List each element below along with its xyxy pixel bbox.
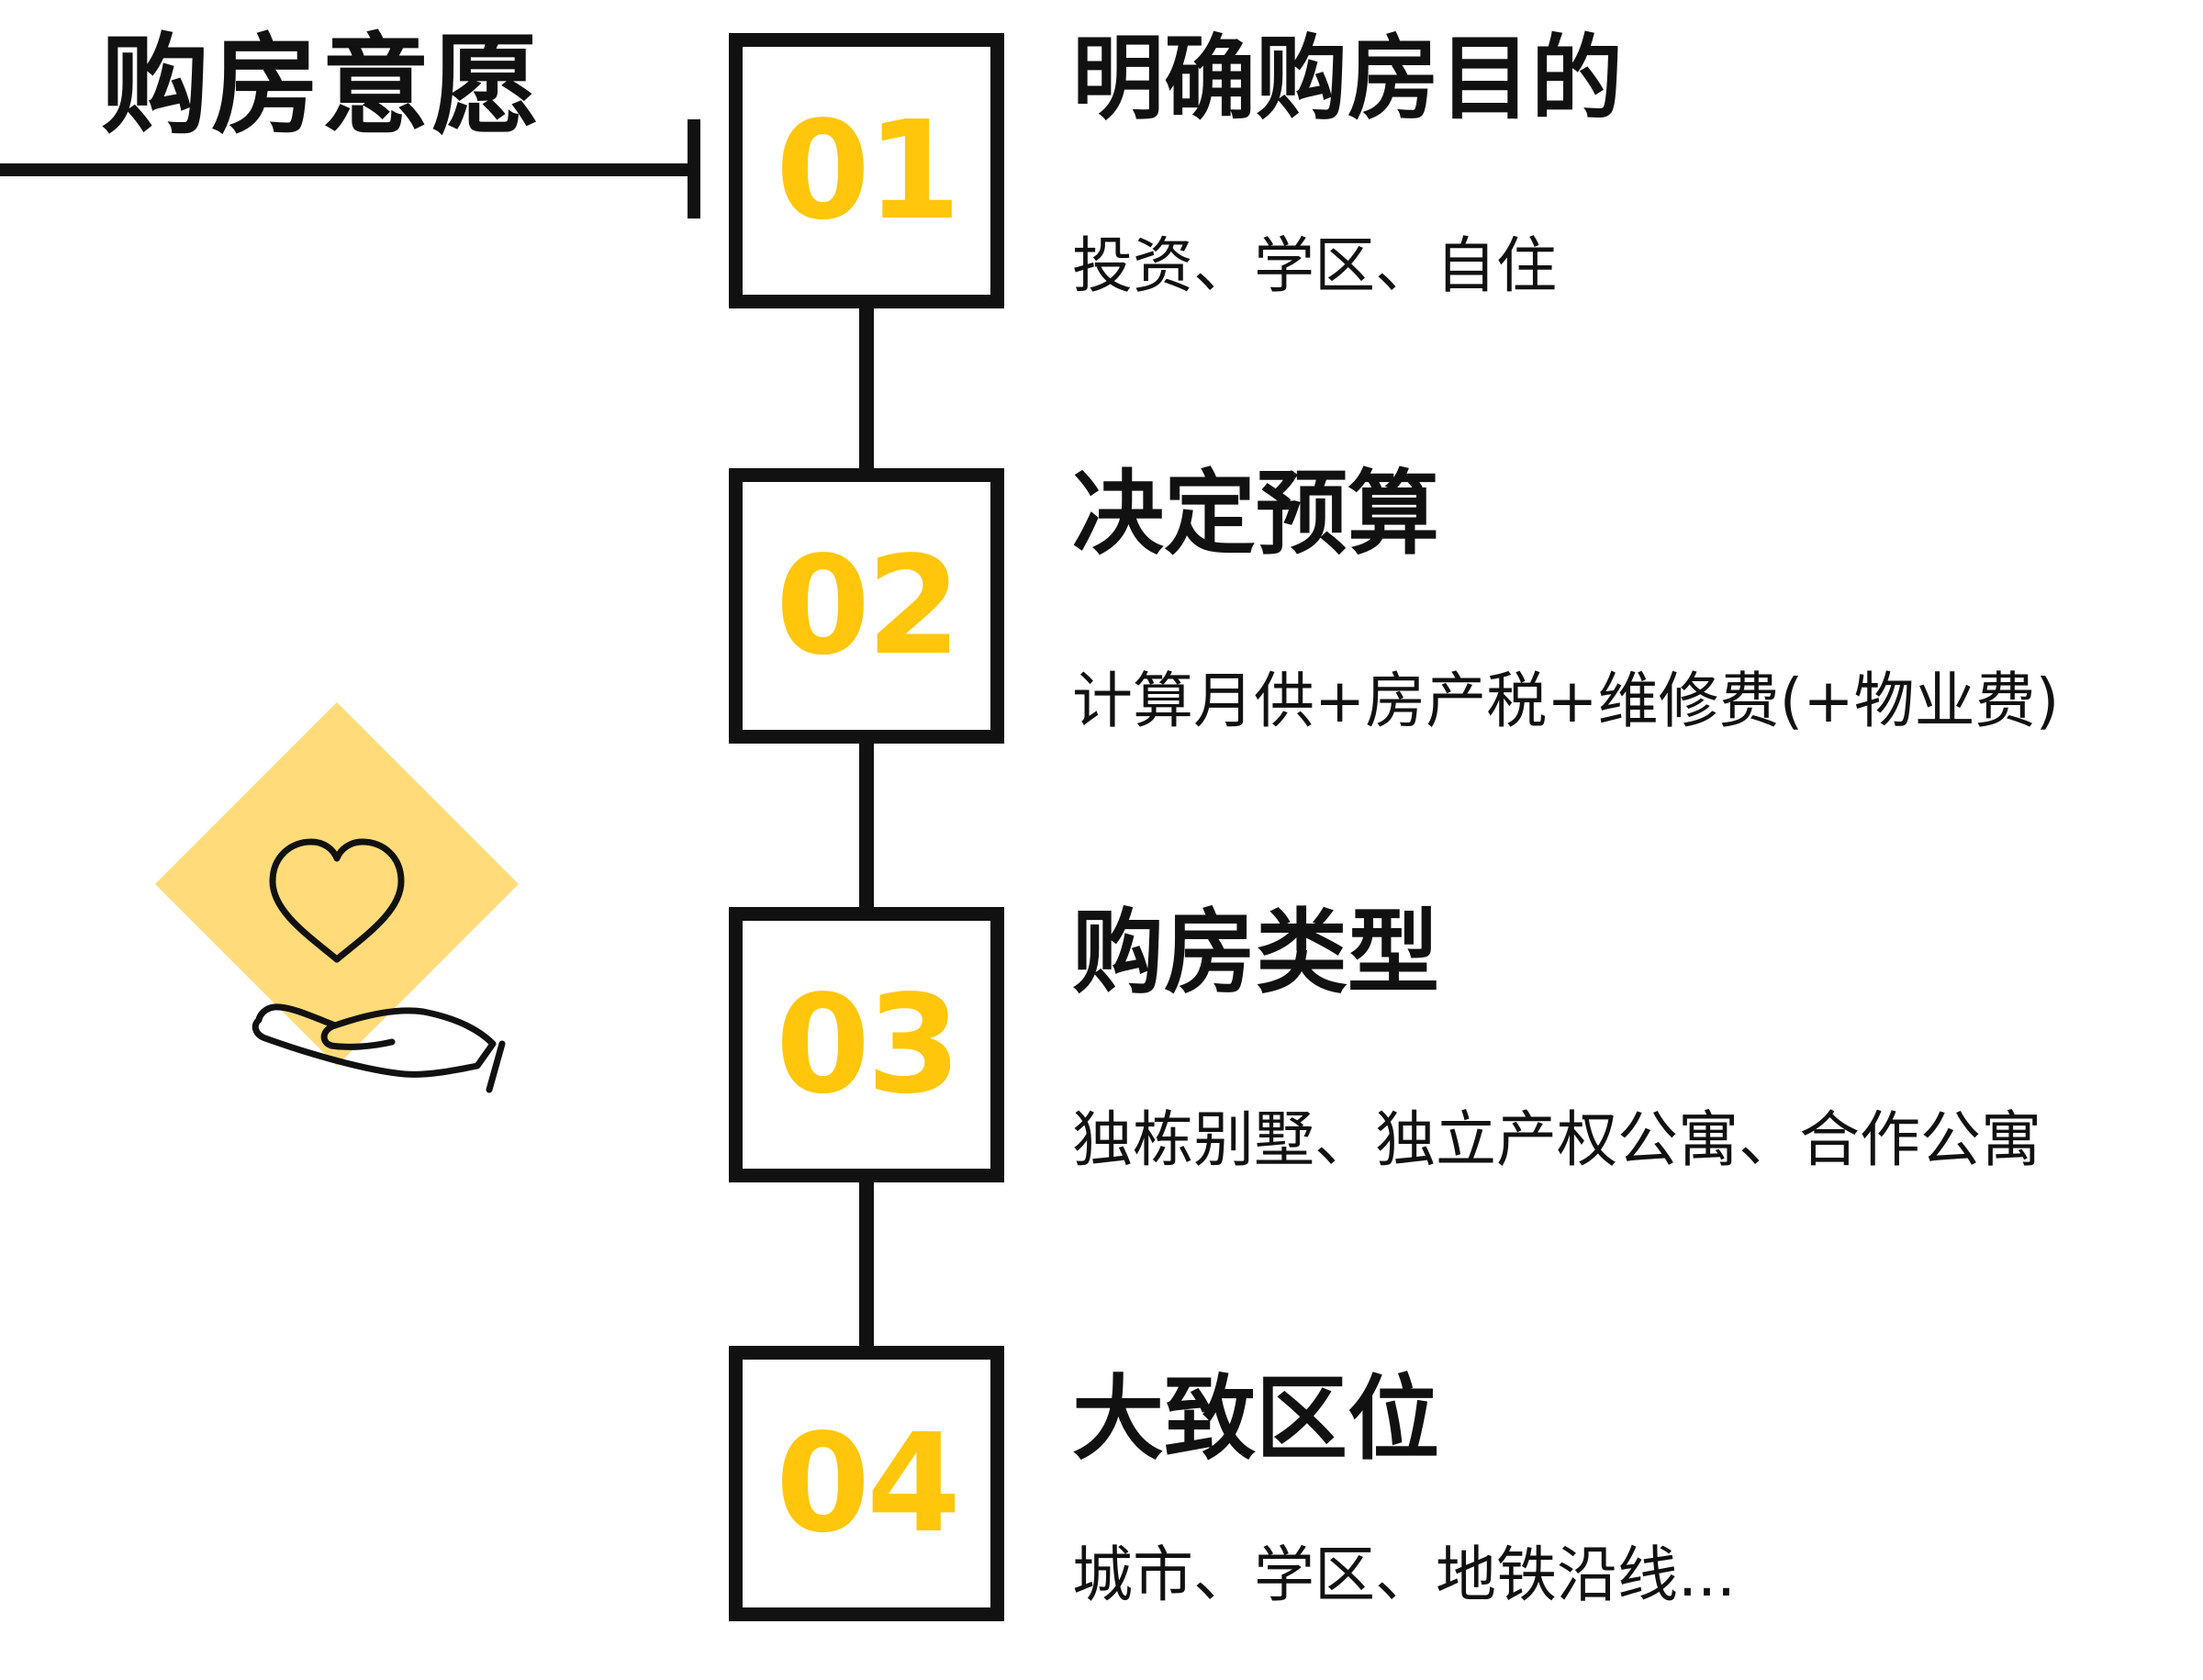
timeline-connector bbox=[859, 303, 874, 505]
step-2-box: 02 bbox=[729, 468, 1004, 744]
heart-in-hand-icon bbox=[151, 702, 537, 1106]
step-1-number: 01 bbox=[776, 92, 961, 250]
step-4-number: 04 bbox=[776, 1405, 961, 1562]
step-1-description: 投资、学区、自住 bbox=[1072, 230, 1557, 301]
timeline-connector bbox=[859, 739, 874, 941]
step-3-description: 独栋别墅、独立产权公寓、合作公寓 bbox=[1072, 1104, 2041, 1175]
step-1-box: 01 bbox=[729, 33, 1004, 308]
step-2-description: 计算月供+房产税+维修费(+物业费) bbox=[1072, 666, 2060, 736]
title-connector-line bbox=[0, 163, 699, 176]
step-4-heading: 大致区位 bbox=[1072, 1365, 1439, 1473]
step-2-number: 02 bbox=[776, 527, 961, 685]
step-3-box: 03 bbox=[729, 907, 1004, 1182]
title-connector-end-cap bbox=[688, 119, 700, 218]
diamond-shape bbox=[155, 702, 519, 1066]
hand-icon bbox=[252, 1003, 497, 1078]
step-2-heading: 决定预算 bbox=[1072, 460, 1439, 567]
timeline-connector bbox=[859, 1175, 874, 1372]
step-1-heading: 明确购房目的 bbox=[1072, 25, 1623, 132]
step-4-description: 城市、学区、地铁沿线... bbox=[1072, 1540, 1736, 1610]
step-3-number: 03 bbox=[776, 966, 961, 1124]
step-3-heading: 购房类型 bbox=[1072, 899, 1439, 1006]
page-title: 购房意愿 bbox=[101, 22, 542, 149]
step-4-box: 04 bbox=[729, 1346, 1004, 1621]
heart-icon bbox=[269, 838, 405, 963]
